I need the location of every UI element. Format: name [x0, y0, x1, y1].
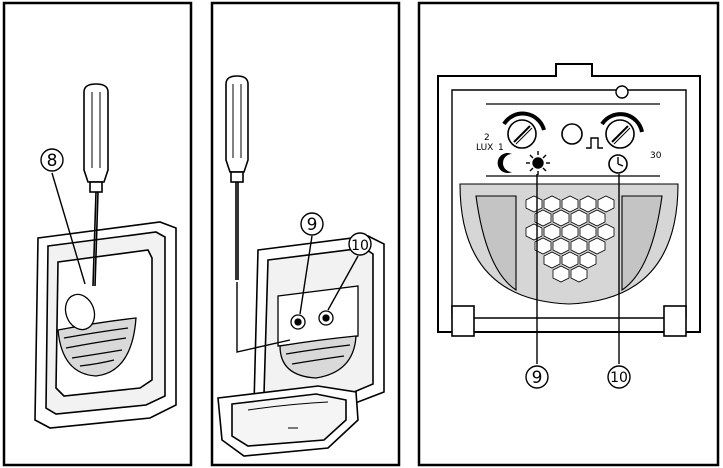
- panel-screwdriver-removal: 8: [0, 0, 196, 468]
- callout-8-label: 8: [47, 151, 58, 171]
- callout-10: 10: [327, 232, 372, 311]
- time-potentiometer[interactable]: [600, 112, 644, 149]
- screwdriver-tool: [225, 75, 249, 280]
- sensor-insert: [277, 285, 359, 379]
- lux-potentiometer[interactable]: [502, 111, 546, 149]
- callout-9-label: 9: [307, 215, 318, 235]
- screwdriver-tool: [83, 83, 109, 287]
- open-cover: [217, 385, 359, 457]
- sensor-dome: [57, 293, 137, 377]
- callout-9: 9: [525, 365, 549, 389]
- lux-unit: LUX: [476, 143, 493, 153]
- callout-9-label: 9: [532, 368, 543, 388]
- panel-1-drawing: 8: [2, 1, 193, 467]
- callout-10-label: 10: [351, 238, 369, 254]
- callout-9: 9: [299, 212, 324, 315]
- moon-icon: [497, 153, 512, 173]
- tool-guide-line: [236, 282, 291, 353]
- lux-side-value: 1: [498, 143, 504, 153]
- panel-cover-open: 9 10: [208, 0, 404, 468]
- housing-tabs: [451, 305, 687, 337]
- clock-icon: [608, 154, 628, 174]
- sun-icon: [526, 151, 550, 175]
- light-sensor-eye: [561, 123, 583, 145]
- pir-lens: [459, 183, 679, 305]
- callout-8: 8: [40, 148, 86, 285]
- callout-10: 10: [607, 365, 631, 389]
- panel-3-drawing: 2 LUX 1: [417, 1, 720, 467]
- callout-10-label: 10: [610, 370, 628, 386]
- lux-top-value: 2: [484, 133, 490, 143]
- panel-2-drawing: 9 10: [210, 1, 401, 467]
- panel-sensor-detail: 2 LUX 1: [416, 0, 721, 468]
- time-side-value: 30: [650, 151, 662, 161]
- pulse-icon: [586, 137, 603, 149]
